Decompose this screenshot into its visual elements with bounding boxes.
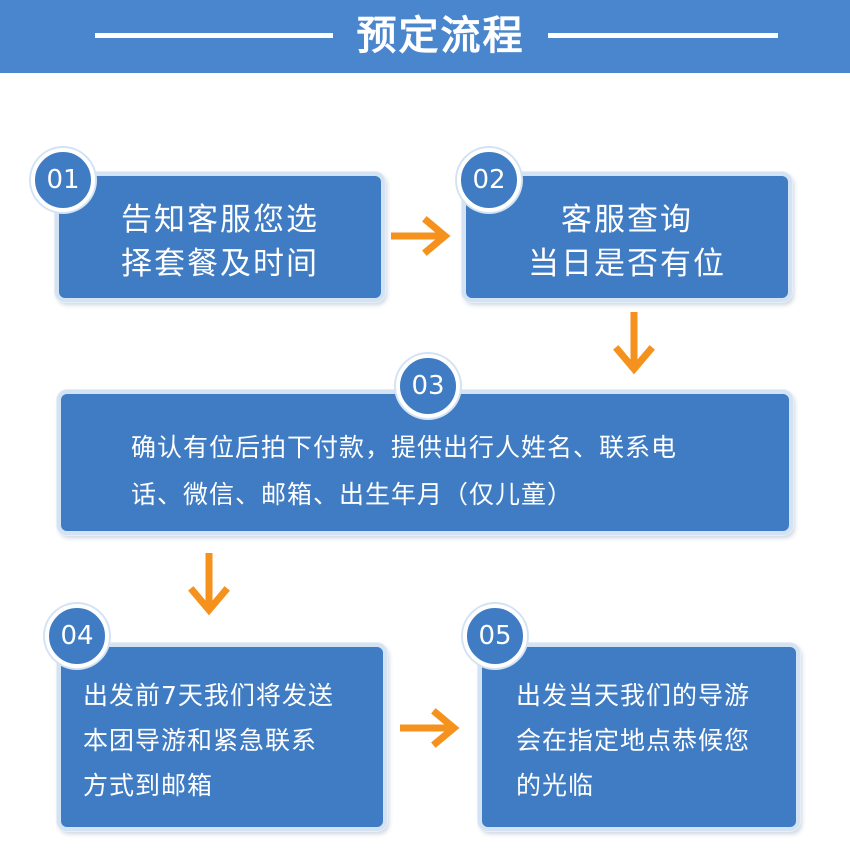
arrow-right-icon	[400, 708, 460, 748]
step-box-04: 出发前7天我们将发送 本团导游和紧急联系 方式到邮箱	[57, 643, 387, 831]
step-number-badge: 04	[45, 604, 109, 668]
arrow-down-icon	[613, 312, 655, 375]
page-title: 预定流程	[356, 13, 525, 59]
arrow-right-icon	[391, 216, 451, 256]
header-right-rule	[548, 33, 778, 38]
step-text: 告知客服您选 择套餐及时间	[121, 202, 319, 282]
step-text: 出发当天我们的导游 会在指定地点恭候您 的光临	[516, 681, 751, 800]
step-number-badge: 02	[457, 148, 521, 212]
arrow-down-icon	[188, 553, 230, 616]
step-text: 出发前7天我们将发送 本团导游和紧急联系 方式到邮箱	[83, 681, 334, 800]
step-box-01: 告知客服您选 择套餐及时间	[55, 172, 385, 302]
step-number-badge: 01	[31, 148, 95, 212]
step-number-badge: 05	[463, 604, 527, 668]
step-text: 客服查询 当日是否有位	[528, 202, 726, 282]
header-banner: 预定流程	[0, 0, 850, 73]
header-left-rule	[95, 33, 333, 38]
step-box-02: 客服查询 当日是否有位	[462, 172, 792, 302]
step-number-badge: 03	[396, 354, 460, 418]
step-box-05: 出发当天我们的导游 会在指定地点恭候您 的光临	[478, 643, 800, 831]
step-text: 确认有位后拍下付款，提供出行人姓名、联系电 话、微信、邮箱、出生年月（仅儿童）	[131, 433, 678, 509]
